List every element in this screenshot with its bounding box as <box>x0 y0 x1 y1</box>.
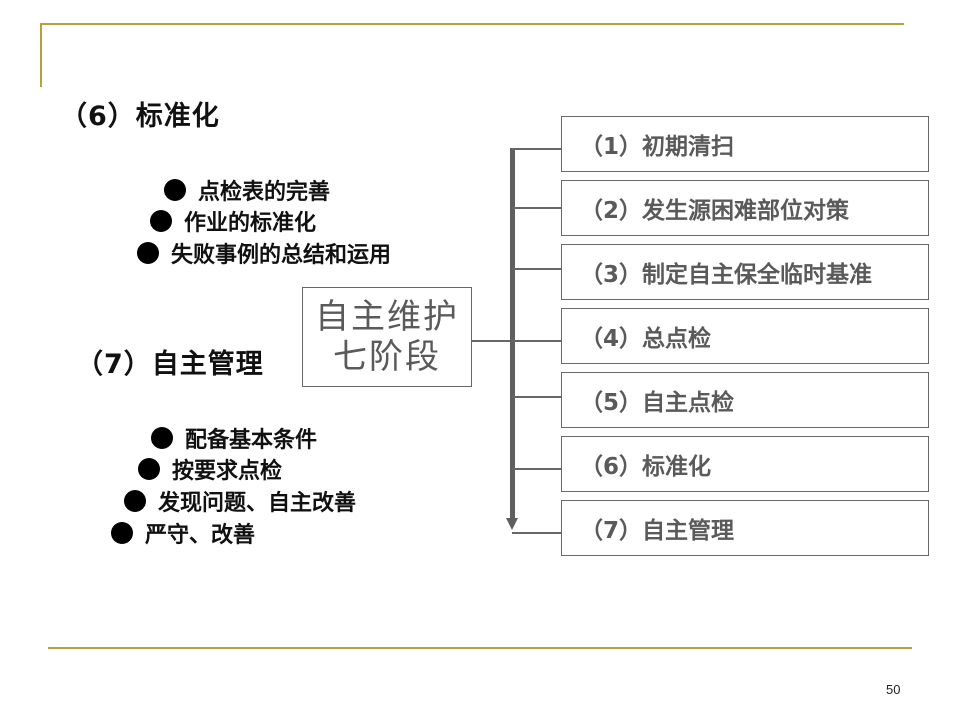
bullet-text: 严守、改善 <box>145 523 256 548</box>
step-box-4: （4）总点检 <box>561 308 929 364</box>
bullet-text: 点检表的完善 <box>198 180 331 205</box>
center-connector-line <box>472 340 512 342</box>
bullet-text: 按要求点检 <box>172 459 283 484</box>
step-box-6: （6）标准化 <box>561 436 929 492</box>
frame-top-line <box>40 23 904 25</box>
section6-bullet-3: 失败事例的总结和运用 <box>137 237 391 269</box>
center-title-box: 自主维护 七阶段 <box>302 287 472 387</box>
section7-bullet-2: 按要求点检 <box>138 453 282 485</box>
bullet-dot-icon <box>164 179 186 201</box>
center-title-line1: 自主维护 <box>315 297 459 337</box>
section7-bullet-4: 严守、改善 <box>111 517 255 549</box>
section7-bullet-3: 发现问题、自主改善 <box>124 485 356 517</box>
bullet-text: 发现问题、自主改善 <box>158 491 357 516</box>
bullet-text: 作业的标准化 <box>184 211 317 236</box>
section6-heading: （6）标准化 <box>60 101 220 132</box>
step-box-2: （2）发生源困难部位对策 <box>561 180 929 236</box>
step-box-3: （3）制定自主保全临时基准 <box>561 244 929 300</box>
page-number: 50 <box>886 682 901 697</box>
step-label: （3）制定自主保全临时基准 <box>580 262 873 288</box>
bullet-text: 失败事例的总结和运用 <box>171 243 392 268</box>
branch-line-4 <box>512 340 561 342</box>
branch-line-2 <box>512 207 561 209</box>
frame-left-line <box>40 23 42 87</box>
step-label: （5）自主点检 <box>580 390 735 416</box>
section7-heading: （7）自主管理 <box>76 349 264 380</box>
bullet-dot-icon <box>111 522 133 544</box>
step-label: （1）初期清扫 <box>580 134 735 160</box>
bullet-dot-icon <box>124 490 146 512</box>
center-title-line2: 七阶段 <box>333 337 441 377</box>
step-label: （2）发生源困难部位对策 <box>580 198 850 224</box>
branch-line-5 <box>512 396 561 398</box>
arrow-down-icon <box>506 518 518 530</box>
frame-bottom-line <box>48 647 912 649</box>
step-label: （7）自主管理 <box>580 518 735 544</box>
bullet-dot-icon <box>137 242 159 264</box>
bullet-dot-icon <box>151 427 173 449</box>
flow-spine-line <box>510 148 515 520</box>
branch-line-6 <box>512 468 561 470</box>
branch-line-1 <box>512 148 561 150</box>
branch-line-7 <box>512 532 561 534</box>
section6-bullet-2: 作业的标准化 <box>150 205 316 237</box>
bullet-dot-icon <box>138 458 160 480</box>
step-box-7: （7）自主管理 <box>561 500 929 556</box>
section7-bullet-1: 配备基本条件 <box>151 422 317 454</box>
step-label: （6）标准化 <box>580 454 712 480</box>
step-box-1: （1）初期清扫 <box>561 116 929 172</box>
step-box-5: （5）自主点检 <box>561 372 929 428</box>
step-label: （4）总点检 <box>580 326 712 352</box>
bullet-text: 配备基本条件 <box>185 428 318 453</box>
branch-line-3 <box>512 268 561 270</box>
section6-bullet-1: 点检表的完善 <box>164 174 330 206</box>
bullet-dot-icon <box>150 210 172 232</box>
